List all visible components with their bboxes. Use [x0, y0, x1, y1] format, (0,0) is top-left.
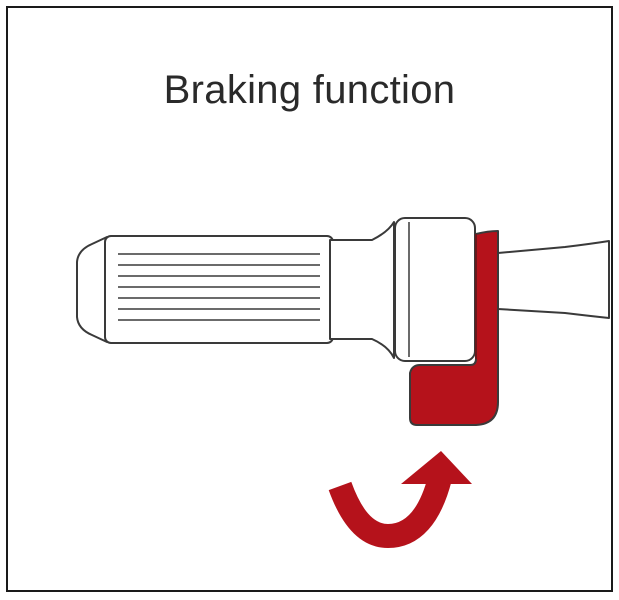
grip-collar [394, 217, 476, 362]
grip-ribs [118, 253, 320, 321]
curved-arrow-icon [328, 451, 472, 549]
grip-end-cap [76, 236, 108, 343]
grip-neck [329, 221, 395, 359]
handlebar-tube [497, 240, 610, 319]
diagram-title: Braking function [163, 68, 456, 112]
grip-body [104, 235, 334, 344]
